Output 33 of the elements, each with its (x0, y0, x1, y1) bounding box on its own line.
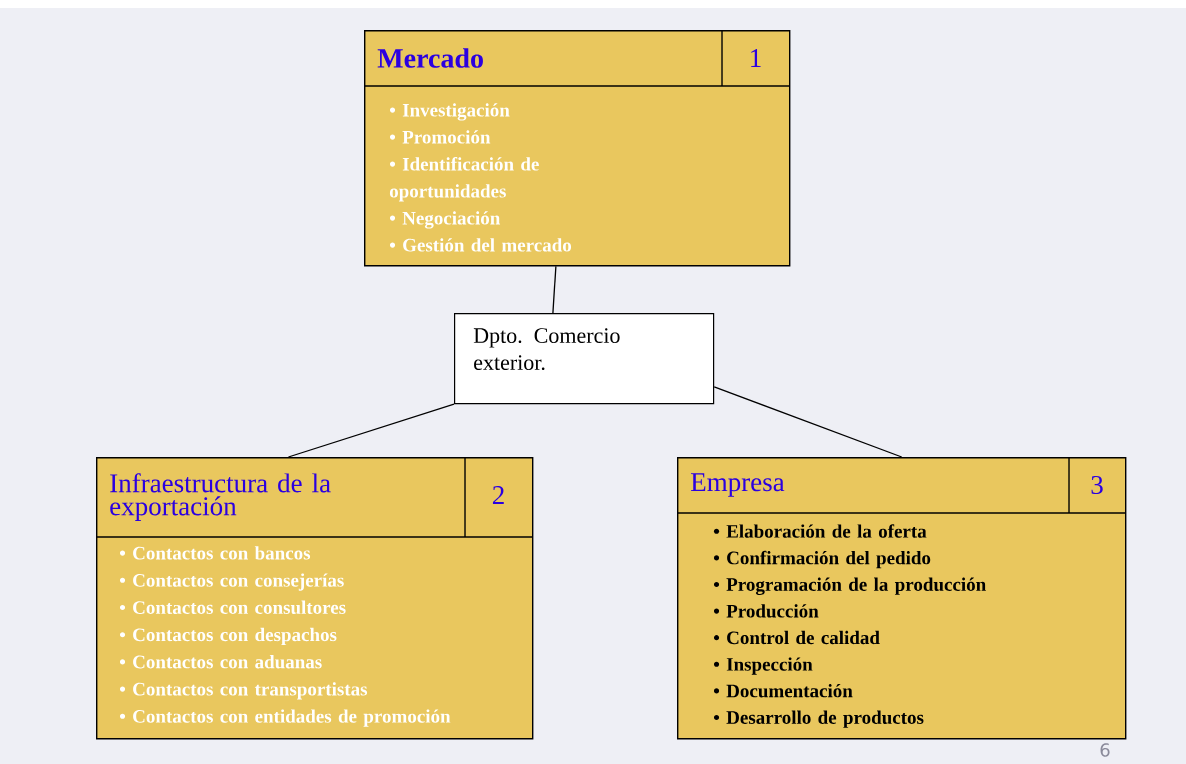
card-number: 1 (751, 49, 761, 67)
list-item: • Contactos con entidades de promoción (119, 709, 451, 727)
card (676, 456, 1127, 740)
connector-line (287, 403, 455, 458)
card-number: 2 (492, 486, 504, 504)
list-item: • Identificación de oportunidades (389, 157, 539, 202)
list-item: • Negociación (389, 211, 501, 229)
list-item: • Confirmación del pedido (713, 550, 931, 569)
list-item: • Gestión del mercado (389, 238, 572, 252)
list-item: • Elaboración de la oferta (713, 524, 927, 538)
connector-line (552, 265, 557, 314)
card-title: Infraestructura de la exportación (110, 473, 331, 521)
connector-line (713, 386, 903, 458)
list-item: • Documentación (713, 684, 853, 698)
list-item: • Contactos con despachos (119, 627, 337, 646)
list-item: • Promoción (389, 130, 491, 144)
list-item: • Contactos con bancos (119, 546, 311, 560)
list-item: • Contactos con aduanas (119, 655, 322, 669)
card-title: Empresa (691, 473, 785, 497)
list-item: • Control de calidad (713, 630, 880, 645)
card (95, 456, 534, 740)
list-item: • Investigación (389, 103, 510, 121)
list-item: • Inspección (713, 657, 813, 675)
list-item: • Producción (713, 604, 819, 618)
list-item: • Desarrollo de productos (713, 710, 924, 728)
list-item: • Contactos con transportistas (119, 682, 368, 700)
department-box: Dpto. Comercio exterior. (454, 313, 715, 405)
list-item: • Programación de la producción (713, 577, 986, 595)
card (363, 29, 791, 267)
list-item: • Contactos con consejerías (119, 573, 344, 591)
card-number: 3 (1091, 475, 1103, 495)
list-item: • Contactos con consultores (119, 600, 346, 615)
card-title: Mercado (377, 48, 483, 68)
